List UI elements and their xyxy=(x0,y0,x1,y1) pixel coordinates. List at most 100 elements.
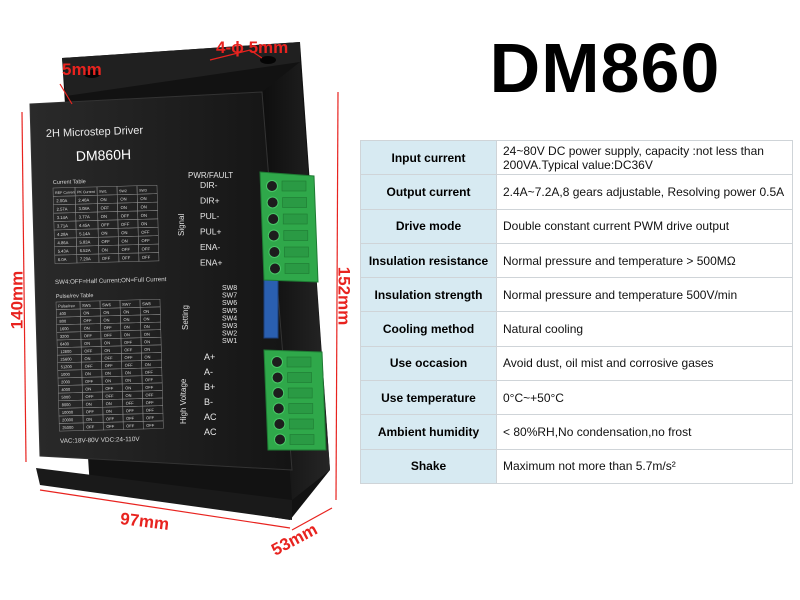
current-cell: 4.86A xyxy=(57,240,68,245)
current-cell: 4.28A xyxy=(57,232,68,237)
current-cell: ON xyxy=(140,196,146,201)
current-cell: ON xyxy=(121,238,127,243)
hv-pin-label: B- xyxy=(204,397,213,407)
pulse-cell: ON xyxy=(105,371,111,376)
current-cell: ON xyxy=(120,205,126,210)
hv-label: High Voltage xyxy=(179,378,188,424)
current-cell: ON xyxy=(102,247,108,252)
supply-note: VAC:18V-80V VDC:24-110V xyxy=(60,436,141,445)
spec-key: Ambient humidity xyxy=(360,414,497,450)
terminal-clamp xyxy=(288,403,314,414)
current-cell: 2.40A xyxy=(78,197,89,202)
pulse-cell: OFF xyxy=(106,416,115,421)
current-cell: ON xyxy=(101,214,107,219)
pulse-table-title: Pulse/rev Table xyxy=(56,293,94,300)
terminal-clamp xyxy=(289,418,314,430)
current-cell: 3.14A xyxy=(57,215,68,220)
pulse-cell: 800 xyxy=(59,319,67,324)
current-header: SW2 xyxy=(119,189,127,193)
spec-value: Double constant current PWM drive output xyxy=(496,208,793,244)
dim-line-97 xyxy=(39,489,291,529)
current-header: SW1 xyxy=(99,190,107,194)
current-cell: OFF xyxy=(121,222,130,227)
hv-terminal-block xyxy=(263,349,327,451)
terminal-clamp xyxy=(282,197,307,208)
current-cell: ON xyxy=(121,230,127,235)
current-cell: OFF xyxy=(121,213,130,218)
switch-label: SW4 xyxy=(222,315,237,322)
current-cell: ON xyxy=(120,196,126,201)
pulse-cell: ON xyxy=(84,326,90,331)
pulse-cell: ON xyxy=(123,317,129,322)
spec-value: 0°C~+50°C xyxy=(496,380,793,416)
spec-value: Avoid dust, oil mist and corrosive gases xyxy=(496,345,793,382)
current-table-title: Current Table xyxy=(53,179,86,186)
mounting-hole xyxy=(260,56,276,64)
current-cell: 3.08A xyxy=(78,206,89,211)
spec-key: Use occasion xyxy=(360,345,497,382)
terminal-screw xyxy=(272,402,285,415)
pulse-cell: OFF xyxy=(105,386,114,391)
current-cell: OFF xyxy=(101,239,110,244)
pulse-cell: ON xyxy=(144,347,150,352)
terminal-screw xyxy=(271,371,284,384)
pulse-cell: OFF xyxy=(146,400,155,405)
pulse-cell: OFF xyxy=(145,369,154,374)
pulse-cell: OFF xyxy=(146,407,155,412)
pulse-header: Pulse/rev xyxy=(58,303,75,308)
current-cell: 5.83A xyxy=(79,239,90,244)
pulse-cell: OFF xyxy=(146,423,155,428)
switch-label: SW1 xyxy=(222,338,237,345)
pulse-header: SW7 xyxy=(122,302,132,307)
current-cell: 5.43A xyxy=(58,248,69,253)
signal-pin-label: ENA+ xyxy=(200,258,222,268)
terminal-clamp xyxy=(282,213,308,225)
current-cell: OFF xyxy=(142,255,151,260)
top-flange xyxy=(62,42,300,96)
pulse-cell: 2000 xyxy=(61,379,71,384)
hv-pin-label: AC xyxy=(204,427,217,437)
pulse-cell: ON xyxy=(144,339,150,344)
pulse-cell: 10000 xyxy=(62,410,74,415)
switch-label: SW2 xyxy=(222,331,237,338)
pulse-cell: ON xyxy=(144,332,150,337)
pulse-cell: 25600 xyxy=(60,356,72,361)
pulse-cell: ON xyxy=(125,385,131,390)
terminal-screw xyxy=(274,433,286,446)
current-header: REF Current xyxy=(55,190,75,195)
switch-label: SW7 xyxy=(222,293,237,300)
pulse-cell: 1600 xyxy=(60,326,70,331)
signal-pin-label: DIR+ xyxy=(200,196,220,206)
pulse-cell: ON xyxy=(86,401,92,406)
current-header: PK Current xyxy=(77,190,95,194)
pulse-cell: 6400 xyxy=(60,341,70,346)
terminal-screw xyxy=(273,418,286,430)
terminal-clamp xyxy=(283,230,309,241)
pulse-cell: ON xyxy=(85,386,91,391)
pwr-fault-label: PWR/FAULT xyxy=(188,171,233,180)
spec-value: Normal pressure and temperature 500V/min xyxy=(496,277,793,313)
pulse-cell: OFF xyxy=(124,355,133,360)
pulse-cell: OFF xyxy=(146,415,155,420)
current-cell: OFF xyxy=(102,256,111,261)
mounting-hole xyxy=(84,70,100,78)
pulse-cell: ON xyxy=(106,409,112,414)
table-cell xyxy=(142,420,164,430)
current-cell: OFF xyxy=(100,205,109,210)
current-cell: 3.71A xyxy=(57,223,68,228)
spec-key: Insulation strength xyxy=(360,277,497,313)
spec-value: Maximum not more than 5.7m/s² xyxy=(496,448,793,485)
pulse-cell: ON xyxy=(123,309,129,314)
pulse-cell: 3200 xyxy=(60,334,70,339)
current-cell: 7.20A xyxy=(80,256,91,261)
pulse-cell: ON xyxy=(124,332,130,337)
pulse-cell: 51200 xyxy=(61,364,73,369)
pulse-cell: OFF xyxy=(106,424,115,429)
